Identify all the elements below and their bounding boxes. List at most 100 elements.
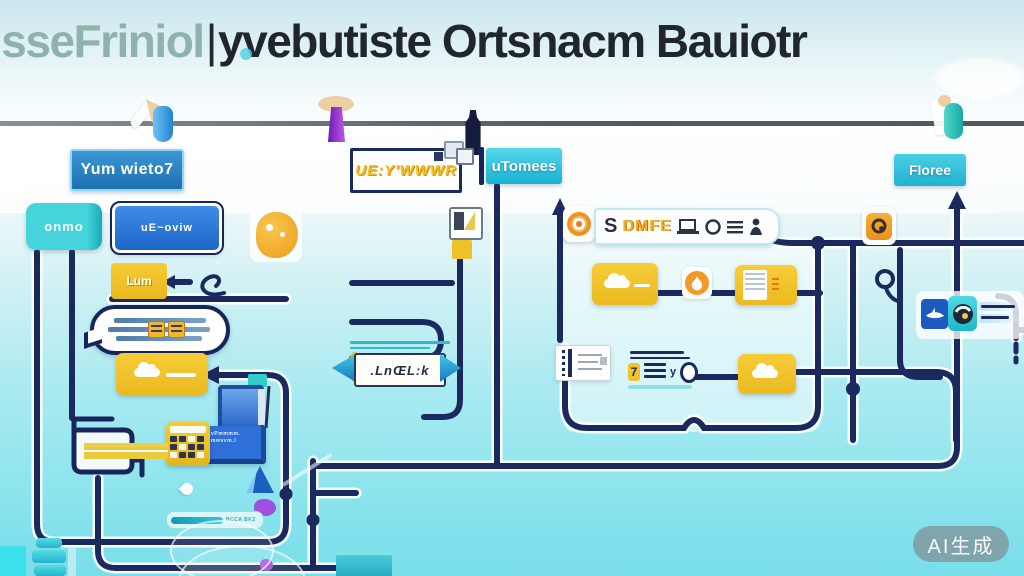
flame-badge — [682, 267, 712, 299]
node-onmo-label: onmo — [44, 219, 84, 234]
cyan-square — [0, 546, 26, 576]
orange-blob-icon — [256, 212, 298, 258]
y-mark: y — [669, 366, 677, 378]
orange-ring-icon — [563, 206, 595, 242]
image-frame-icon — [449, 207, 483, 240]
marker-body — [327, 107, 346, 142]
yellow-bar — [84, 443, 168, 459]
yellow-square-icon — [452, 240, 472, 259]
flame-icon — [691, 276, 703, 291]
node-utomees: uTomees — [486, 148, 562, 184]
keypad-keys — [170, 436, 206, 458]
thin-line-1 — [981, 305, 1015, 308]
laptop-icon — [676, 218, 699, 234]
cluster-line-1 — [630, 351, 684, 354]
thin-line-2 — [981, 316, 1009, 319]
teal-chip-icon — [248, 374, 267, 387]
node-uey: UE:Y'WWWR — [350, 148, 462, 193]
title-right: yvebutiste Ortsnacm Bauiotr — [218, 15, 808, 67]
node-lum: Lum — [111, 263, 167, 299]
person-icon — [749, 218, 762, 235]
panel-doc-box — [735, 265, 797, 305]
cloud-icon — [752, 363, 778, 378]
blob-dot — [266, 224, 273, 231]
background-halo — [935, 58, 1024, 98]
image-dark-half — [454, 212, 464, 230]
icon-cluster: 7 y — [628, 361, 698, 383]
ink-bottle-icon — [465, 110, 481, 155]
search-icon — [704, 218, 721, 235]
text-bar — [114, 318, 206, 323]
server-port — [600, 357, 607, 365]
chip-text-2: mwvvm.l — [211, 438, 237, 444]
teal-line-2 — [350, 347, 430, 349]
eye-camera-icon — [948, 296, 977, 331]
title-left: isseFriniol — [0, 15, 205, 67]
cluster-underline — [628, 385, 692, 389]
banner-label: .LnŒL:k — [370, 362, 430, 378]
blob-dot-2 — [280, 232, 285, 237]
menu-icon — [726, 220, 743, 233]
node-utomees-label: uTomees — [491, 157, 557, 175]
header-glyphs: DMFE — [622, 217, 672, 235]
monitor-side — [258, 389, 265, 425]
teal-line — [350, 341, 450, 344]
header-prefix: S — [604, 215, 618, 237]
flame-circle — [685, 271, 709, 295]
doc-dashes — [772, 277, 779, 293]
ai-watermark-badge: AI生成 — [913, 526, 1009, 562]
database-bottom — [34, 565, 66, 576]
connector-square — [434, 152, 443, 161]
progress-caption: BCCA BK2 — [226, 517, 256, 523]
node-onmo: onmo — [26, 203, 102, 250]
yellow-chip-icon — [168, 321, 185, 338]
document-icon — [743, 270, 767, 300]
image-fold — [464, 212, 475, 230]
cloud-box-line — [166, 373, 196, 377]
swirl-icon — [866, 212, 892, 240]
speech-bubble — [90, 305, 230, 355]
chip-text-1: vPmmmm. — [211, 431, 241, 437]
database-top — [36, 538, 62, 548]
cloud-icon — [604, 273, 630, 288]
ai-watermark-text: AI生成 — [927, 535, 995, 558]
blue-chip: vPmmmm. mwvvm.l — [205, 426, 266, 464]
tag-icon: 7 — [628, 363, 640, 381]
keypad-display — [170, 426, 206, 433]
utomees-side-bar — [479, 147, 484, 185]
marker-cap — [318, 96, 354, 112]
boat-icon — [921, 299, 948, 329]
title-accent-dot — [240, 48, 252, 60]
swirl-card — [862, 207, 896, 245]
light-pillar — [68, 548, 76, 576]
node-blue: uE~oviw — [110, 201, 224, 255]
page-title: isseFriniol|yvebutiste Ortsnacm Bauiotr — [0, 14, 1024, 68]
marker-teal-cap — [944, 103, 963, 139]
database-mid — [32, 550, 66, 563]
text-bar — [116, 336, 202, 341]
panel-cloud-box — [592, 263, 658, 305]
node-blue-label: uE~oviw — [141, 222, 193, 234]
horizontal-rule — [0, 121, 1024, 126]
cloud-line — [634, 284, 650, 287]
node-yum-label: Yum wieto7 — [80, 161, 174, 178]
cluster-line-2 — [630, 357, 690, 359]
panel-cloud-box-2 — [738, 354, 796, 394]
node-floree: Floree — [894, 154, 966, 186]
panel-header-bar: S DMFE — [594, 208, 780, 245]
cloud-box-left — [116, 353, 208, 395]
copy-icon-front — [456, 148, 474, 165]
node-yum: Yum wieto7 — [70, 149, 184, 191]
node-uey-label: UE:Y'WWWR — [355, 162, 457, 179]
tag-label: 7 — [630, 365, 638, 379]
teal-box-bottom — [336, 552, 392, 576]
circle-icon — [680, 361, 698, 383]
title-divider: | — [205, 15, 218, 67]
keypad-icon — [166, 422, 210, 466]
pen-cap — [153, 106, 173, 142]
menu-icon — [643, 363, 666, 381]
cloud-icon — [134, 362, 160, 377]
yellow-chip-icon — [148, 321, 165, 338]
